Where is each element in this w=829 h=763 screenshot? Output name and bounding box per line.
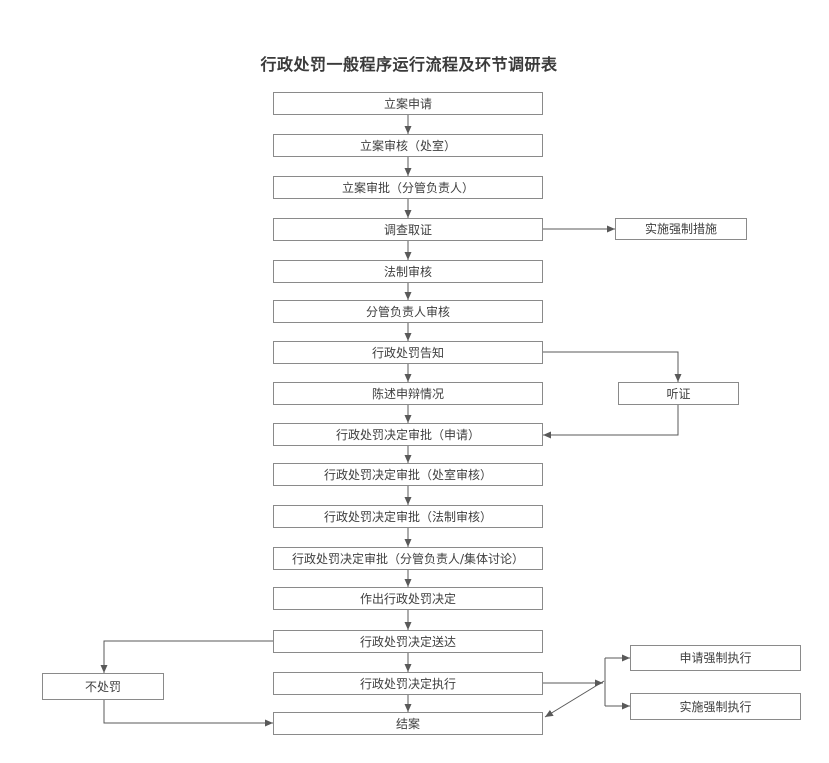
node-penalty-notification: 行政处罚告知	[273, 341, 543, 364]
node-case-closure: 结案	[273, 712, 543, 735]
node-decision-delivery: 行政处罚决定送达	[273, 630, 543, 653]
node-label: 陈述申辩情况	[371, 386, 444, 401]
node-apply-enforcement: 申请强制执行	[630, 645, 801, 671]
edge-execution-to-closure	[544, 680, 605, 718]
node-label: 调查取证	[383, 222, 432, 237]
node-enforce-measures: 实施强制措施	[615, 218, 747, 240]
node-label: 立案审核（处室）	[359, 138, 456, 153]
node-investigation: 调查取证	[273, 218, 543, 241]
edge-notification-to-hearing	[543, 351, 682, 382]
node-decision-execution: 行政处罚决定执行	[273, 672, 543, 695]
edge-no-penalty-to-closure	[103, 700, 273, 727]
diagram-title: 行政处罚一般程序运行流程及环节调研表	[260, 55, 558, 74]
node-label: 听证	[666, 386, 691, 401]
node-leader-review: 分管负责人审核	[273, 300, 543, 323]
node-filing-approval: 立案审批（分管负责人）	[273, 176, 543, 199]
node-label: 行政处罚告知	[371, 345, 444, 360]
node-decision-approval-legal: 行政处罚决定审批（法制审核）	[273, 505, 543, 528]
node-filing-review: 立案审核（处室）	[273, 134, 543, 157]
node-implement-enforcement: 实施强制执行	[630, 693, 801, 720]
node-label: 法制审核	[383, 264, 432, 279]
node-label: 立案审批（分管负责人）	[341, 180, 474, 195]
node-decision-approval-application: 行政处罚决定审批（申请）	[273, 423, 543, 446]
node-filing-application: 立案申请	[273, 92, 543, 115]
node-label: 实施强制措施	[644, 222, 717, 236]
node-legal-review: 法制审核	[273, 260, 543, 283]
node-decision-approval-leader: 行政处罚决定审批（分管负责人/集体讨论）	[273, 547, 543, 570]
node-label: 行政处罚决定送达	[359, 634, 456, 649]
node-label: 作出行政处罚决定	[359, 591, 456, 606]
node-statement-defense: 陈述申辩情况	[273, 382, 543, 405]
node-label: 行政处罚决定审批（处室审核）	[323, 467, 492, 482]
node-no-penalty: 不处罚	[42, 673, 164, 700]
node-label: 实施强制执行	[679, 699, 752, 714]
node-decision-approval-division: 行政处罚决定审批（处室审核）	[273, 463, 543, 486]
node-make-decision: 作出行政处罚决定	[273, 587, 543, 610]
edge-delivery-to-no-penalty	[100, 640, 273, 673]
node-label: 行政处罚决定审批（分管负责人/集体讨论）	[291, 551, 525, 566]
node-label: 立案申请	[383, 96, 432, 111]
node-label: 分管负责人审核	[365, 304, 450, 319]
node-hearing: 听证	[618, 382, 739, 405]
node-label: 行政处罚决定审批（申请）	[335, 427, 480, 442]
node-label: 行政处罚决定执行	[359, 676, 456, 691]
node-label: 行政处罚决定审批（法制审核）	[323, 509, 492, 524]
edge-hearing-to-decision-application	[543, 405, 679, 439]
node-label: 结案	[395, 716, 420, 731]
node-label: 不处罚	[84, 679, 121, 694]
node-label: 申请强制执行	[679, 651, 752, 665]
